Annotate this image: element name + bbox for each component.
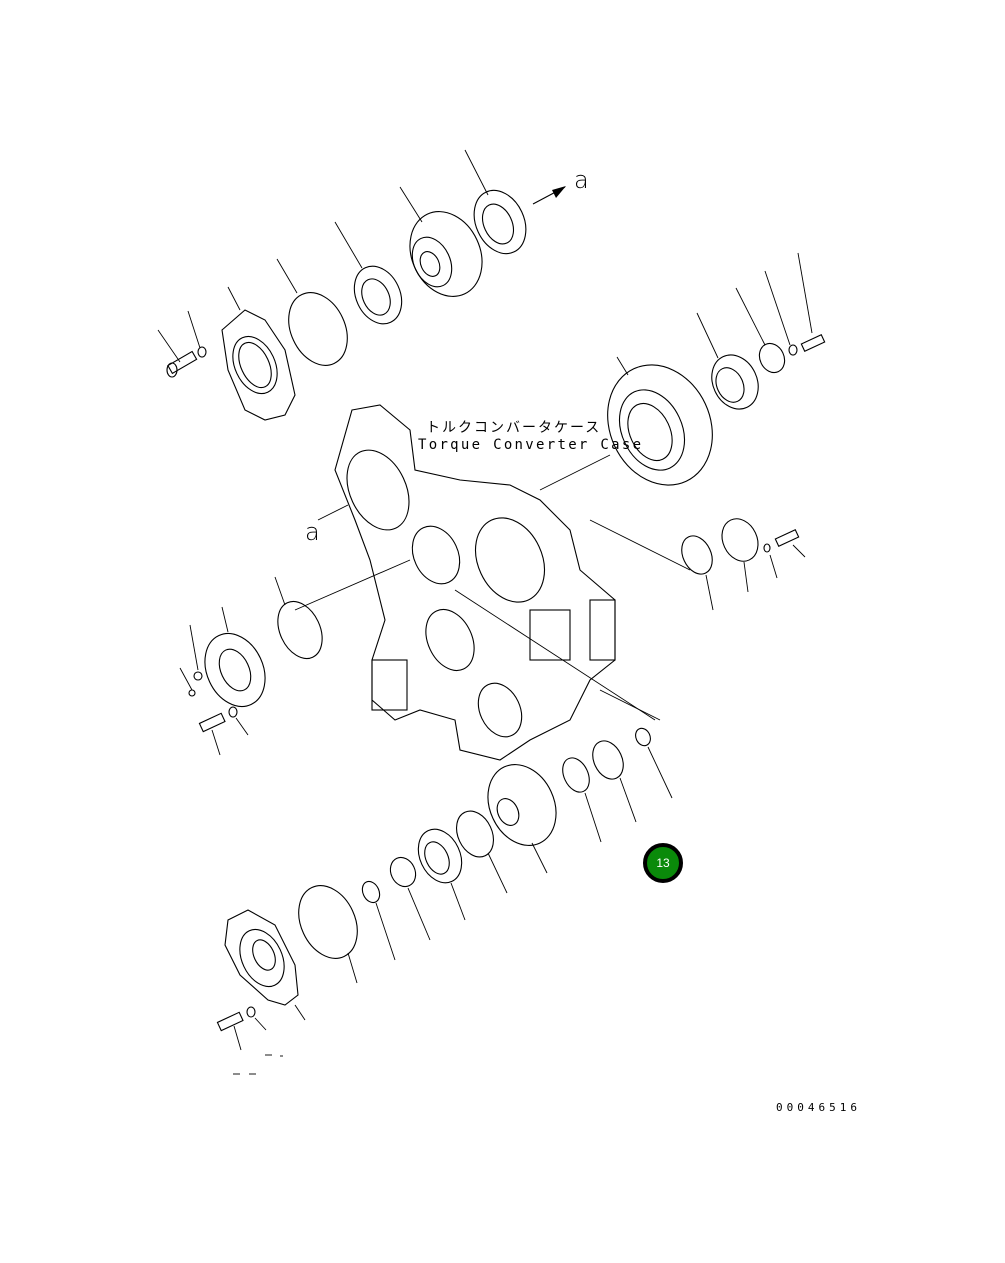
o-ring-left-icon [274, 576, 323, 660]
bearing-lower-2-icon [417, 828, 466, 921]
snap-ring-lower-4-icon [361, 880, 396, 961]
reference-mark-a-case: a [305, 518, 320, 546]
washer-top-left-icon [187, 310, 207, 358]
bearing-top-1-icon [334, 221, 403, 325]
reference-mark-a-top: a [574, 166, 589, 194]
gear-top-icon [399, 186, 483, 297]
bolt-top-left-icon [157, 329, 198, 378]
snap-ring-lower-1-icon [635, 727, 673, 799]
gear-right-large-icon [607, 356, 713, 486]
callout-badge-13[interactable]: 13 [643, 843, 683, 883]
ring-lower-icon [389, 856, 431, 941]
plate-right-icon [735, 287, 786, 374]
bearing-top-2-icon [464, 149, 527, 255]
document-number: 00046516 [776, 1101, 861, 1114]
o-ring-right-icon [681, 535, 714, 611]
bearing-lower-1-icon [592, 740, 637, 823]
gear-lower-icon [487, 764, 557, 874]
cover-left-icon [204, 606, 266, 707]
cover-top-left-icon [221, 286, 296, 421]
arrow-to-a-icon [532, 186, 566, 205]
cover-lower-icon [224, 909, 306, 1021]
washer-right-icon [764, 270, 798, 356]
washer-bolt-right-icon [763, 528, 806, 579]
o-ring-top-icon [276, 258, 348, 366]
title-english: Torque Converter Case [418, 437, 644, 453]
bolt-right-icon [797, 252, 826, 353]
cover-right-icon [721, 518, 759, 593]
snap-ring-lower-3-icon [456, 810, 508, 894]
leader-lines [294, 454, 691, 721]
bolt-washer-left-icon [179, 624, 249, 756]
o-ring-lower-icon [298, 885, 358, 984]
torque-converter-case-icon [334, 404, 616, 761]
snap-ring-lower-2-icon [562, 757, 602, 843]
bearing-right-icon [696, 312, 759, 410]
title-japanese: トルクコンバータケース [426, 420, 602, 436]
bolt-washer-lower-icon [216, 1006, 283, 1075]
